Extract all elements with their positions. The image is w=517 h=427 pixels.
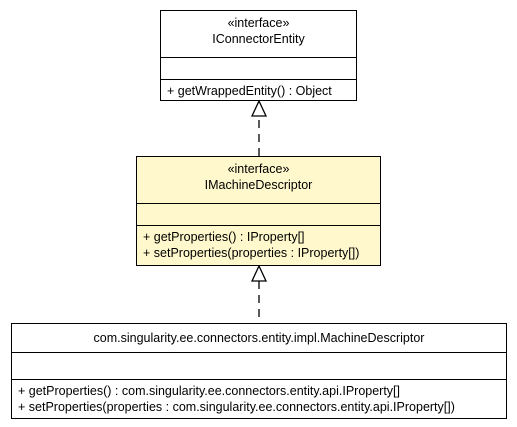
realization-impl-to-imachinedescriptor (250, 264, 268, 317)
class-name-compartment: «interface» IMachineDescriptor (137, 157, 380, 203)
class-name: com.singularity.ee.connectors.entity.imp… (93, 331, 425, 345)
class-name-compartment: com.singularity.ee.connectors.entity.imp… (12, 324, 506, 352)
attributes-compartment (161, 57, 356, 79)
realization-arrowhead (250, 99, 268, 117)
class-box-machinedescriptor-impl[interactable]: com.singularity.ee.connectors.entity.imp… (11, 323, 507, 419)
operation: + setProperties(properties : IProperty[]… (143, 246, 360, 260)
operations-compartment: + getWrappedEntity() : Object (161, 79, 356, 102)
class-name-compartment: «interface» IConnectorEntity (161, 11, 356, 57)
realization-imachinedescriptor-to-iconnectorentity (250, 99, 268, 156)
attributes-compartment (12, 352, 506, 379)
operation: + setProperties(properties : com.singula… (18, 400, 455, 414)
attributes-compartment (137, 203, 380, 225)
stereotype-label: «interface» (227, 16, 290, 30)
operations-compartment: + getProperties() : IProperty[] + setPro… (137, 225, 380, 264)
class-box-iconnectorentity[interactable]: «interface» IConnectorEntity + getWrappe… (160, 10, 357, 101)
operation: + getWrappedEntity() : Object (167, 84, 332, 98)
realization-arrowhead (250, 264, 268, 282)
operation: + getProperties() : com.singularity.ee.c… (18, 384, 401, 398)
class-name: IMachineDescriptor (204, 178, 313, 192)
operations-compartment: + getProperties() : com.singularity.ee.c… (12, 379, 506, 418)
operation: + getProperties() : IProperty[] (143, 230, 305, 244)
class-name: IConnectorEntity (212, 32, 305, 46)
class-box-imachinedescriptor[interactable]: «interface» IMachineDescriptor + getProp… (136, 156, 381, 266)
stereotype-label: «interface» (227, 162, 290, 176)
